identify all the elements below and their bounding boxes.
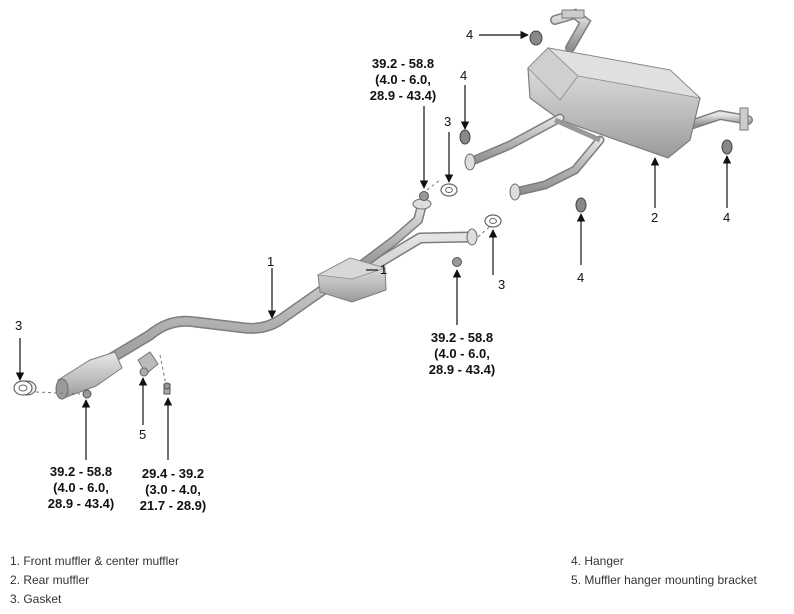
callout-4: 4 [723,210,731,225]
hanger-right [721,139,733,155]
callout-5: 5 [139,427,147,442]
hanger-bottom [575,197,587,213]
torque-spec-rear: 39.2 - 58.8 (4.0 - 6.0, 28.9 - 43.4) [413,330,511,378]
nut-rear [452,257,462,267]
legend-item: 4. Hanger [571,554,624,568]
bolt-bracket [163,382,171,395]
torque-value: 39.2 - 58.8 [49,464,113,479]
callout-3: 3 [15,318,23,333]
torque-spec-front: 39.2 - 58.8 (4.0 - 6.0, 28.9 - 43.4) [32,464,130,512]
callout-2: 2 [651,210,659,225]
exhaust-system-diagram [13,8,753,460]
legend-right: 4. Hanger 5. Muffler hanger mounting bra… [571,552,757,590]
rear-muffler [464,8,753,201]
callout-1: 1 [380,262,388,277]
callout-4: 4 [466,27,474,42]
hanger-left [459,129,471,145]
legend-item: 5. Muffler hanger mounting bracket [571,573,757,587]
gasket-front [13,380,33,396]
torque-value-lbft: 28.9 - 43.4) [47,496,115,511]
torque-value-kgfm: (4.0 - 6.0, [53,480,109,495]
torque-value: 39.2 - 58.8 [430,330,494,345]
torque-value-kgfm: (4.0 - 6.0, [375,72,431,87]
gasket-rear [484,214,502,228]
legend-item: 2. Rear muffler [10,573,90,587]
front-center-muffler-assembly [17,179,496,400]
legend-item: 1. Front muffler & center muffler [10,554,179,568]
gasket-center [440,183,458,197]
torque-spec-bracket: 29.4 - 39.2 (3.0 - 4.0, 21.7 - 28.9) [124,466,222,514]
callout-3: 3 [498,277,506,292]
callout-1: 1 [267,254,275,269]
torque-value-kgfm: (4.0 - 6.0, [434,346,490,361]
torque-value-lbft: 28.9 - 43.4) [428,362,496,377]
legend-left: 1. Front muffler & center muffler 2. Rea… [10,552,179,609]
hanger-top [529,30,543,46]
callout-3: 3 [444,114,452,129]
torque-value: 29.4 - 39.2 [141,466,205,481]
torque-spec-center: 39.2 - 58.8 (4.0 - 6.0, 28.9 - 43.4) [354,56,452,104]
callout-4: 4 [460,68,468,83]
leader-arrows [15,30,732,460]
torque-value-lbft: 28.9 - 43.4) [369,88,437,103]
nut-center [419,191,429,201]
torque-value: 39.2 - 58.8 [371,56,435,71]
torque-value-kgfm: (3.0 - 4.0, [145,482,201,497]
legend-item: 3. Gasket [10,592,62,606]
callout-4: 4 [577,270,585,285]
torque-value-lbft: 21.7 - 28.9) [139,498,207,513]
